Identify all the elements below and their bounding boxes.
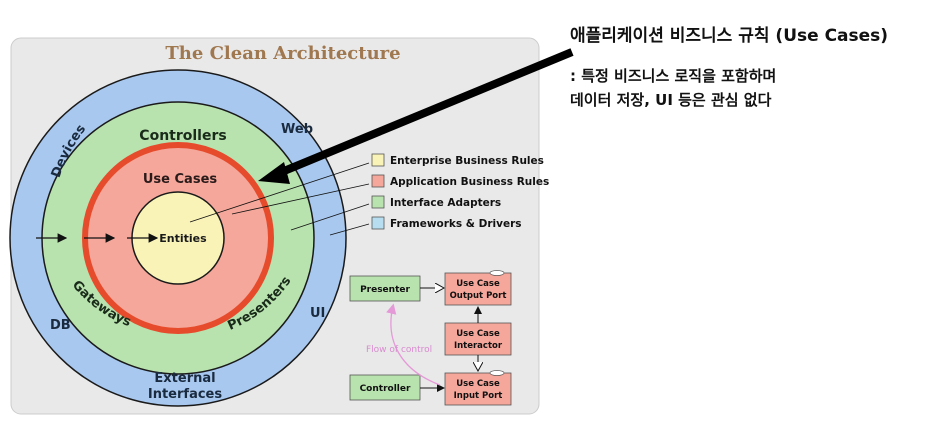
flow-of-control-diagram: Presenter Use Case Output Port Use Case … bbox=[349, 270, 512, 406]
controller-box bbox=[349, 374, 421, 401]
presenter-box bbox=[349, 275, 421, 302]
input-port-interface-icon bbox=[489, 370, 505, 376]
legend-leader-adapters bbox=[290, 203, 370, 231]
external-label: External bbox=[154, 371, 215, 386]
legend-swatch-adapters bbox=[371, 195, 385, 209]
legend-label-application: Application Business Rules bbox=[390, 176, 549, 188]
legend-swatch-enterprise bbox=[371, 153, 385, 167]
db-label: DB bbox=[50, 318, 71, 333]
flow-of-control-curve bbox=[386, 303, 441, 386]
interactor-label-2: Interactor bbox=[454, 341, 503, 351]
controllers-label: Controllers bbox=[139, 128, 226, 144]
legend-leader-entities bbox=[189, 162, 370, 223]
legend-leader-frameworks bbox=[329, 223, 370, 236]
use-cases-pointer-arrow bbox=[270, 48, 574, 180]
interactor-label-1: Use Case bbox=[456, 329, 500, 339]
diagram-title: The Clean Architecture bbox=[165, 43, 400, 64]
flow-of-control-label: Flow of control bbox=[366, 345, 432, 355]
web-label: Web bbox=[281, 122, 313, 137]
use-cases-pointer-arrowhead bbox=[258, 162, 290, 184]
interfaces-label: Interfaces bbox=[148, 387, 222, 402]
legend-swatch-application bbox=[371, 174, 385, 188]
legend-label-enterprise: Enterprise Business Rules bbox=[390, 155, 544, 167]
legend-label-frameworks: Frameworks & Drivers bbox=[390, 218, 522, 230]
output-port-label-2: Output Port bbox=[450, 291, 507, 301]
entities-label: Entities bbox=[159, 232, 207, 245]
legend-label-adapters: Interface Adapters bbox=[390, 197, 501, 209]
annotation-line-1: : 특정 비즈니스 로직을 포함하며 bbox=[570, 67, 777, 85]
input-port-label-2: Input Port bbox=[454, 391, 503, 401]
annotation-line-2: 데이터 저장, UI 등은 관심 없다 bbox=[570, 91, 772, 109]
input-port-label-1: Use Case bbox=[456, 379, 500, 389]
presenter-box-label: Presenter bbox=[360, 285, 410, 295]
annotation-title: 애플리케이션 비즈니스 규칙 (Use Cases) bbox=[570, 26, 889, 46]
use-cases-label: Use Cases bbox=[143, 172, 218, 187]
legend-leader-use-cases bbox=[231, 183, 370, 215]
ui-label: UI bbox=[310, 306, 325, 321]
output-port-box bbox=[444, 272, 512, 306]
legend-swatch-frameworks bbox=[371, 216, 385, 230]
output-port-label-1: Use Case bbox=[456, 279, 500, 289]
interactor-box bbox=[444, 322, 512, 356]
input-port-box bbox=[444, 372, 512, 406]
output-port-interface-icon bbox=[489, 270, 505, 276]
controller-box-label: Controller bbox=[360, 384, 411, 394]
legend: Enterprise Business Rules Application Bu… bbox=[371, 153, 549, 230]
